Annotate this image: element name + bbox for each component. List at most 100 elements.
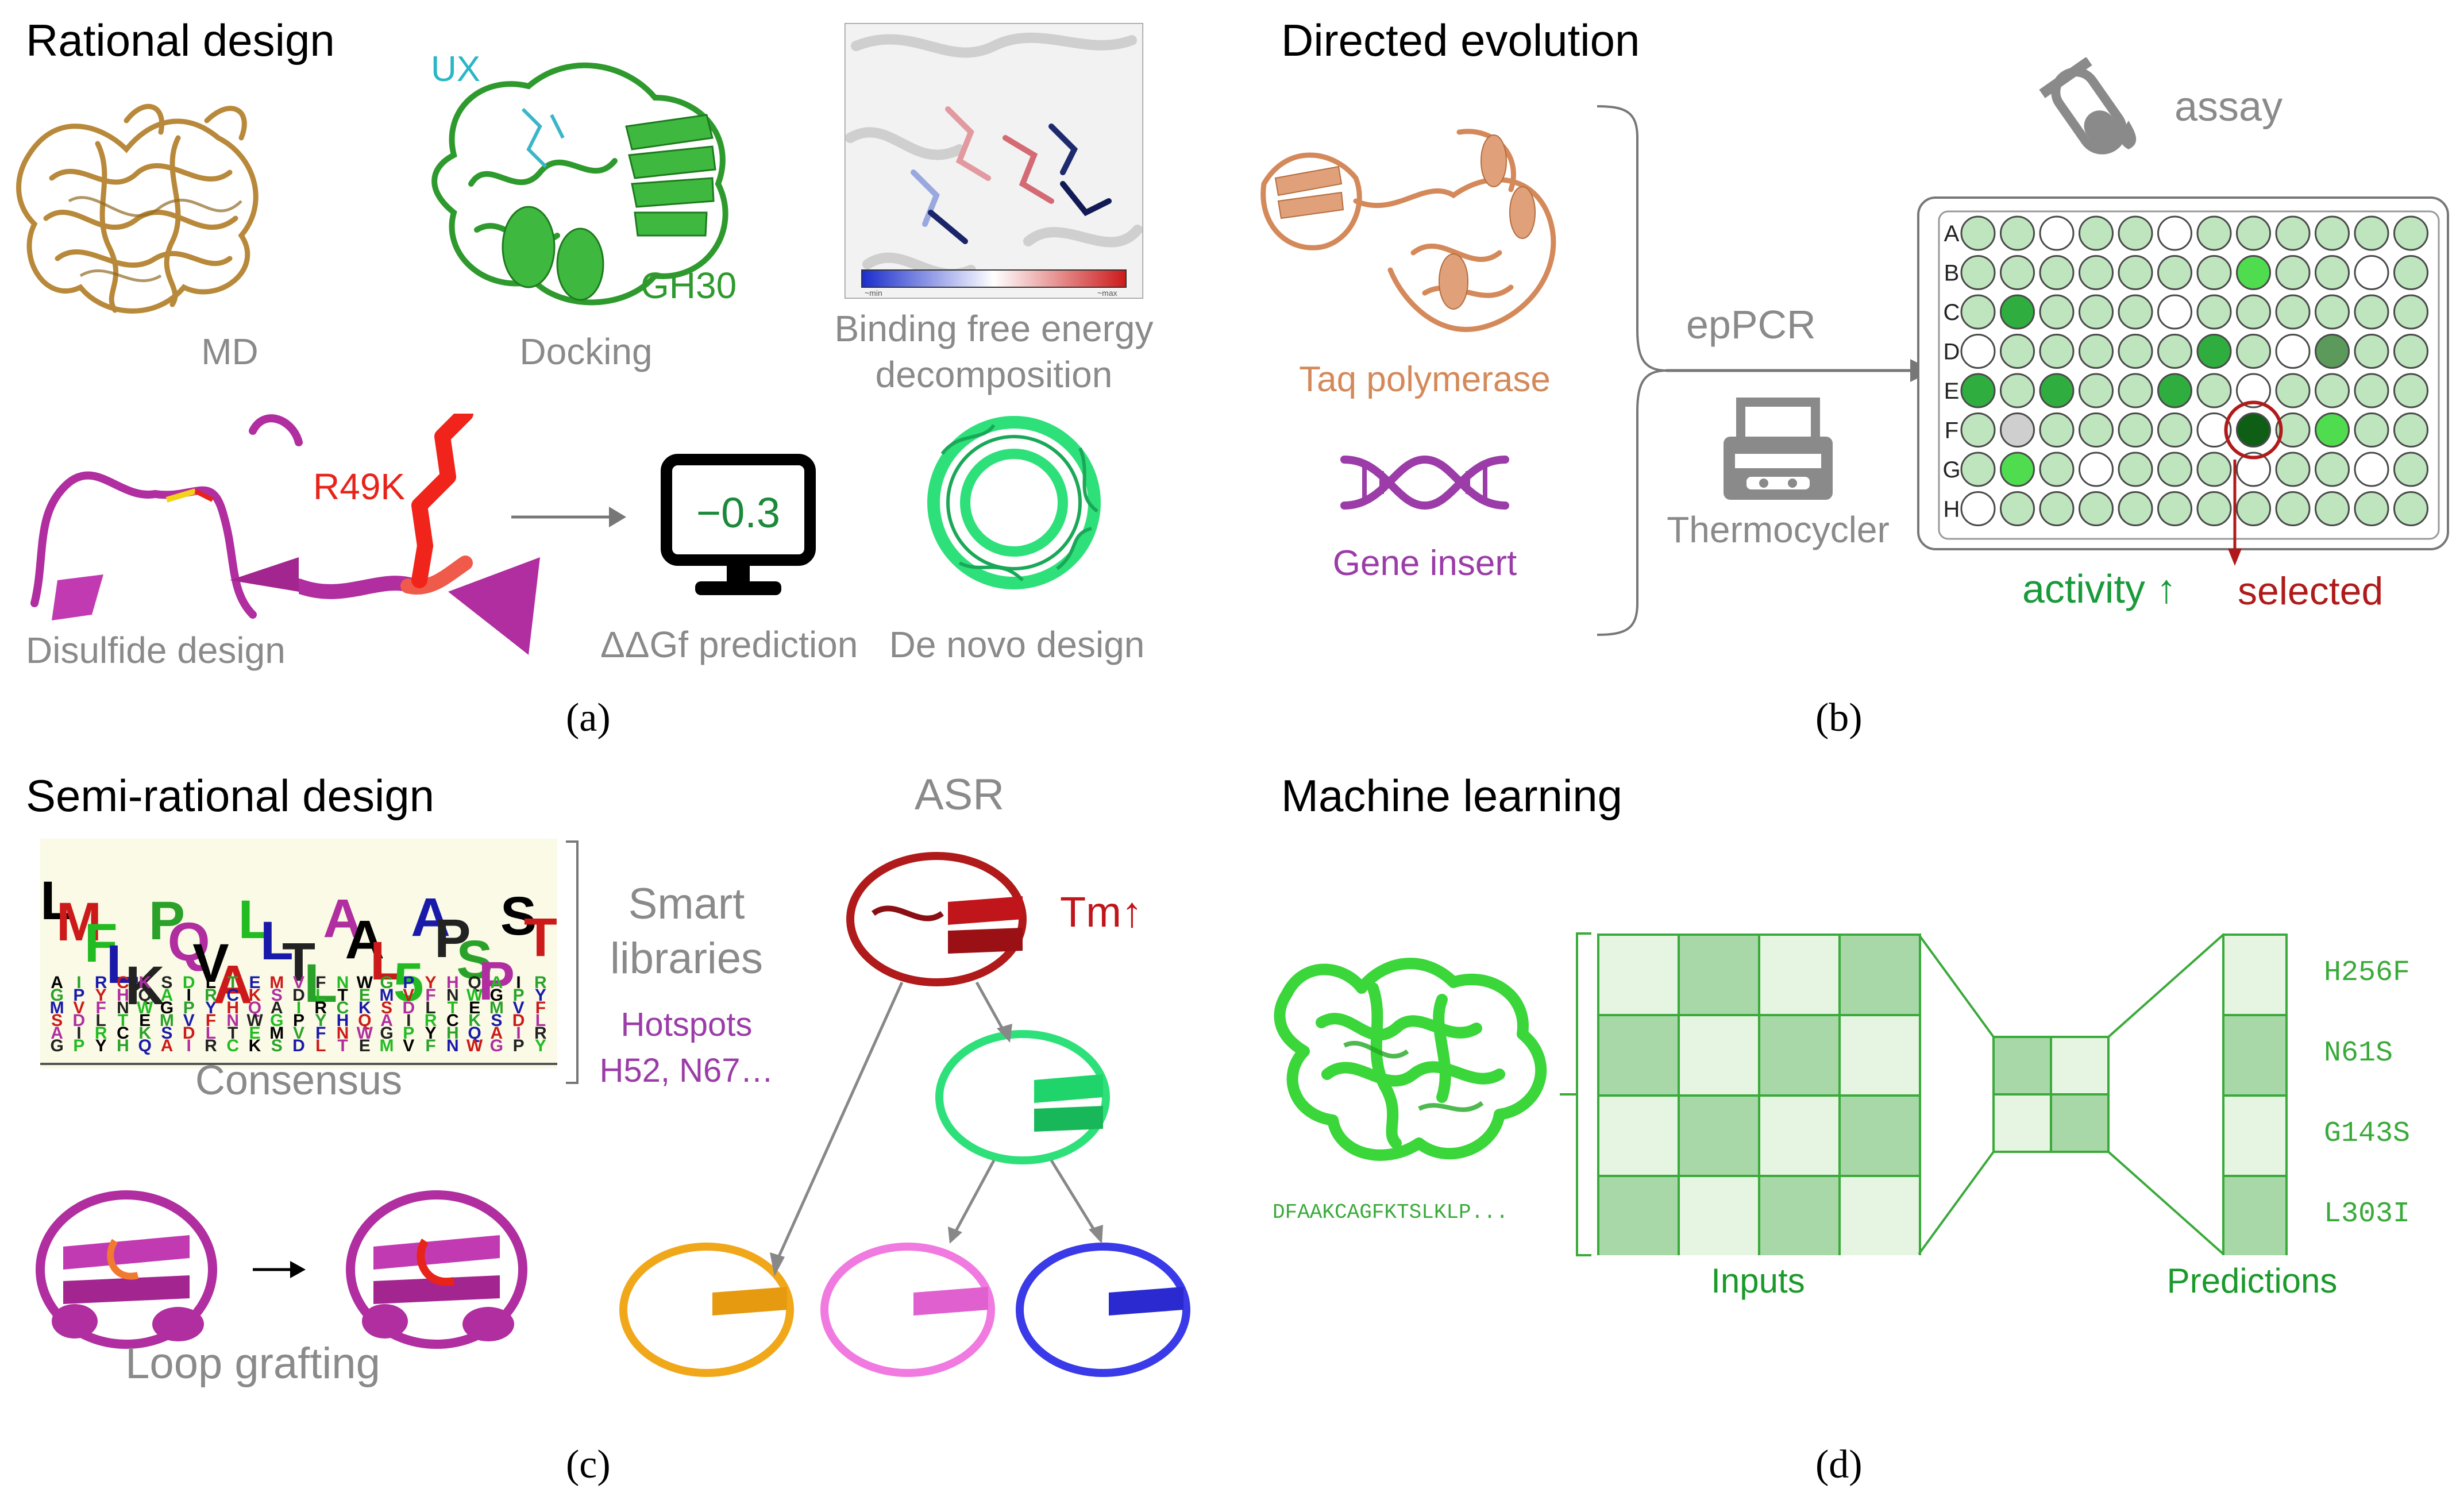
plate-well bbox=[2000, 294, 2035, 330]
plate-well bbox=[1960, 334, 1996, 369]
plate-well bbox=[2354, 294, 2389, 330]
logo-small-letter: F bbox=[95, 998, 106, 1017]
logo-letter: S bbox=[500, 886, 537, 947]
logo-small-letter: M bbox=[489, 998, 504, 1017]
plate-well bbox=[2118, 373, 2153, 408]
logo-small-letter: D bbox=[183, 973, 195, 992]
plate-well bbox=[2157, 294, 2192, 330]
logo-small-letter: V bbox=[293, 1024, 304, 1043]
logo-small-letter: D bbox=[402, 998, 415, 1017]
logo-small-letter: T bbox=[228, 973, 238, 992]
logo-small-letter: M bbox=[380, 1036, 394, 1055]
plate-well bbox=[2118, 294, 2153, 330]
neural-network-diagram bbox=[1597, 934, 2288, 1255]
logo-small-letter: P bbox=[183, 998, 195, 1017]
plate-well bbox=[2354, 452, 2389, 487]
logo-small-letter: K bbox=[468, 1011, 481, 1030]
hotspots-line1: Hotspots bbox=[620, 1006, 753, 1043]
logo-small-letter: N bbox=[226, 1011, 239, 1030]
plate-well bbox=[2354, 334, 2389, 369]
plate-well bbox=[2196, 334, 2232, 369]
logo-small-letter: M bbox=[269, 1024, 284, 1043]
logo-small-letter: G bbox=[490, 1036, 503, 1055]
logo-small-letter: T bbox=[448, 998, 458, 1017]
plate-well bbox=[1960, 491, 1996, 526]
logo-small-letter: T bbox=[337, 986, 348, 1005]
plate-well bbox=[2039, 452, 2075, 487]
plate-well bbox=[2315, 255, 2350, 290]
logo-small-letter: L bbox=[535, 1011, 546, 1030]
plate-well bbox=[2236, 334, 2271, 369]
logo-small-letter: T bbox=[228, 1024, 238, 1043]
plate-well bbox=[2275, 215, 2311, 251]
hidden-cell bbox=[1992, 1093, 2052, 1153]
thermocycler-label: Thermocycler bbox=[1667, 509, 1890, 550]
logo-small-letter: P bbox=[73, 1036, 84, 1055]
activity-label: activity ↑ bbox=[2022, 566, 2177, 611]
plate-well bbox=[2275, 334, 2311, 369]
logo-small-letter: S bbox=[271, 1036, 283, 1055]
ml-bracket bbox=[1560, 932, 1591, 1256]
logo-small-letter: I bbox=[76, 1024, 81, 1043]
logo-small-letter: C bbox=[117, 973, 129, 992]
logo-letter: A bbox=[411, 887, 450, 948]
plate-well bbox=[2236, 452, 2271, 487]
logo-letter: S bbox=[456, 929, 492, 990]
output-cell bbox=[2222, 1094, 2288, 1177]
logo-small-letter: P bbox=[73, 986, 84, 1005]
plate-well bbox=[2393, 373, 2428, 408]
logo-small-letter: M bbox=[269, 973, 284, 992]
tm-label: Tm↑ bbox=[1060, 888, 1143, 936]
logo-small-letter: R bbox=[205, 1036, 217, 1055]
logo-small-letter: H bbox=[446, 973, 459, 992]
plate-well bbox=[2039, 294, 2075, 330]
sequence-logo: LAGMSAGMIPVDIPFRYFLRYLCHNTCHKKQWEKQPSAGM… bbox=[40, 839, 557, 1069]
plate-well bbox=[2079, 215, 2114, 251]
logo-small-letter: G bbox=[50, 986, 63, 1005]
logo-letter: A bbox=[323, 888, 363, 949]
plate-well bbox=[2315, 452, 2350, 487]
logo-small-letter: E bbox=[359, 1036, 371, 1055]
logo-small-letter: C bbox=[337, 998, 349, 1017]
mutation-1: H256F bbox=[2324, 956, 2411, 989]
logo-small-letter: H bbox=[337, 1011, 349, 1030]
plate-well bbox=[2354, 255, 2389, 290]
logo-small-letter: N bbox=[117, 998, 129, 1017]
plate-well bbox=[2393, 452, 2428, 487]
panel-a-title: Rational design bbox=[26, 15, 335, 65]
plate-well bbox=[1960, 373, 1996, 408]
plate-well bbox=[2275, 373, 2311, 408]
logo-small-letter: L bbox=[206, 973, 216, 992]
logo-small-letter: K bbox=[358, 998, 371, 1017]
plate-well bbox=[2393, 334, 2428, 369]
plate-well bbox=[2275, 491, 2311, 526]
logo-small-letter: G bbox=[380, 973, 393, 992]
logo-small-letter: D bbox=[292, 986, 305, 1005]
plate-well bbox=[2039, 373, 2075, 408]
logo-small-letter: W bbox=[466, 986, 483, 1005]
input-cell bbox=[1678, 934, 1760, 1016]
hidden-cell bbox=[2050, 1036, 2110, 1096]
logo-small-letter: Y bbox=[425, 1024, 437, 1043]
logo-small-letter: Y bbox=[425, 973, 437, 992]
plate-well bbox=[2196, 255, 2232, 290]
logo-small-letter: M bbox=[160, 1011, 174, 1030]
plate-well bbox=[2000, 334, 2035, 369]
logo-small-letter: P bbox=[293, 1011, 304, 1030]
plate-well bbox=[2354, 412, 2389, 448]
logo-small-letter: V bbox=[403, 1036, 414, 1055]
mutation-3: G143S bbox=[2324, 1117, 2411, 1150]
monitor-icon bbox=[661, 454, 816, 595]
logo-small-letter: F bbox=[425, 1036, 435, 1055]
logo-small-letter: Q bbox=[468, 973, 481, 992]
logo-small-letter: C bbox=[446, 1011, 459, 1030]
logo-small-letter: I bbox=[76, 973, 81, 992]
plate-well bbox=[2157, 255, 2192, 290]
plate-well bbox=[2393, 215, 2428, 251]
plate-well bbox=[2196, 373, 2232, 408]
plate-well bbox=[2079, 334, 2114, 369]
logo-small-letter: N bbox=[337, 973, 349, 992]
input-cell bbox=[1758, 1014, 1841, 1097]
logo-small-letter: K bbox=[138, 973, 151, 992]
logo-small-letter: L bbox=[315, 1036, 326, 1055]
